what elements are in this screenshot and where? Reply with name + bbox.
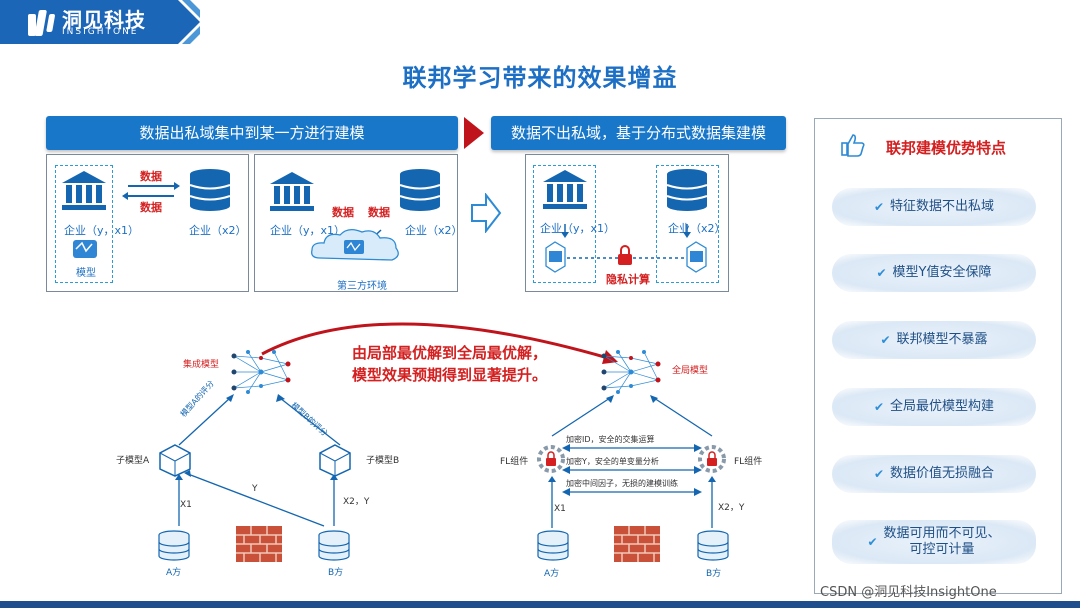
- check-icon: ✔: [880, 333, 891, 347]
- party-b-label: B方: [328, 568, 344, 578]
- federated-diagram-lines: [548, 395, 716, 528]
- party-a-database-icon: [537, 530, 569, 561]
- enterprise-a-label: 企业（y，x1）: [64, 224, 140, 237]
- cloud-environment: [311, 228, 399, 261]
- party-b-label: B方: [706, 569, 722, 579]
- fl-left-label: FL组件: [500, 457, 529, 467]
- logo-subtitle: INSIGHTONE: [62, 27, 139, 37]
- database-icon: [189, 169, 231, 211]
- party-a-database-icon: [158, 530, 190, 561]
- check-icon: ✔: [873, 400, 885, 414]
- y-label: Y: [252, 484, 258, 494]
- firewall-icon: [614, 526, 660, 562]
- advantage-item: ✔模型Y值安全保障: [832, 254, 1036, 292]
- watermark: CSDN @洞见科技InsightOne: [820, 585, 997, 600]
- x1-label: X1: [554, 504, 566, 514]
- logo-name: 洞见科技: [62, 8, 146, 32]
- x2y-label: X2，Y: [343, 497, 370, 507]
- data-label-right: 数据: [368, 206, 390, 219]
- bank-icon: [270, 172, 314, 211]
- mid-banner: 数据不出私域，基于分布式数据集建模: [491, 116, 786, 150]
- privacy-link: [545, 241, 707, 273]
- party-a-label: A方: [544, 569, 560, 579]
- op3-label: 加密中间因子，无损的建模训练: [566, 479, 678, 488]
- submodel-b-label: 子模型B: [366, 456, 400, 466]
- hollow-arrow-icon: [471, 193, 502, 233]
- enterprise-a-box: [55, 165, 113, 283]
- center-caption: 由局部最优解到全局最优解， 模型效果预期得到显著提升。: [352, 344, 548, 384]
- enterprise-b-box: [656, 165, 719, 283]
- curved-arrow: [261, 322, 618, 364]
- global-model-label: 全局模型: [672, 366, 709, 376]
- enterprise-b-label: 企业（x2）: [189, 224, 247, 237]
- advantage-item: ✔数据可用而不可见、 可控可计量: [832, 520, 1036, 564]
- ensemble-network-icon: [231, 350, 291, 394]
- op1-label: 加密ID，安全的交集运算: [566, 435, 655, 444]
- party-b-database-icon: [697, 530, 729, 561]
- submodel-b-cube: [319, 444, 351, 477]
- logo-banner: [0, 0, 200, 44]
- footer-bar: [0, 601, 1080, 608]
- data-label-top: 数据: [140, 170, 162, 183]
- op2-label: 加密Y，安全的单变量分析: [566, 457, 659, 466]
- model-label: 模型: [76, 268, 96, 279]
- ensemble-label: 集成模型: [183, 360, 220, 370]
- database-icon: [666, 169, 708, 211]
- check-icon: ✔: [867, 535, 878, 549]
- check-icon: ✔: [876, 266, 887, 280]
- bank-icon: [543, 170, 587, 209]
- database-icon: [399, 169, 441, 211]
- fl-gear-icon: [537, 445, 565, 473]
- x2y-label: X2，Y: [718, 503, 745, 513]
- enterprise-a-label: 企业（y，x1）: [270, 224, 346, 237]
- down-arrows: [561, 224, 691, 238]
- check-icon: ✔: [873, 467, 885, 481]
- model-icon: [73, 240, 97, 258]
- x1-label: X1: [180, 500, 192, 510]
- advantage-item: ✔全局最优模型构建: [832, 388, 1036, 426]
- left-banner: 数据出私域集中到某一方进行建模: [46, 116, 458, 150]
- fl-right-label: FL组件: [734, 457, 763, 467]
- party-a-label: A方: [166, 568, 182, 578]
- check-icon: ✔: [873, 200, 885, 214]
- privacy-computing-label: 隐私计算: [606, 273, 650, 286]
- global-model-network-icon: [601, 350, 661, 394]
- submodel-a-cube: [159, 444, 191, 477]
- page-title: 联邦学习带来的效果增益: [402, 64, 678, 92]
- enterprise-a-box: [533, 165, 596, 283]
- advantage-item: ✔数据价值无损融合: [832, 455, 1036, 493]
- enterprise-b-label: 企业（x2）: [405, 224, 463, 237]
- third-party-label: 第三方环境: [337, 281, 387, 292]
- party-b-database-icon: [318, 530, 350, 561]
- bank-icon: [62, 171, 106, 210]
- enterprise-a-label: 企业（y，x1）: [540, 222, 616, 235]
- thumbs-up-icon: [841, 134, 865, 157]
- submodel-a-label: 子模型A: [116, 456, 150, 466]
- data-label-left: 数据: [332, 206, 354, 219]
- bidirectional-arrows: [122, 182, 180, 200]
- firewall-icon: [236, 526, 282, 562]
- fl-gear-icon: [698, 445, 726, 473]
- triangle-arrow-icon: [464, 117, 484, 149]
- advantages-title: 联邦建模优势特点: [886, 139, 1007, 157]
- advantage-item: ✔联邦模型不暴露: [832, 321, 1036, 359]
- data-label-bottom: 数据: [140, 201, 162, 214]
- advantage-item: ✔特征数据不出私域: [832, 188, 1036, 226]
- ensemble-diagram-lines: [175, 394, 341, 527]
- enterprise-b-label: 企业（x2）: [668, 222, 726, 235]
